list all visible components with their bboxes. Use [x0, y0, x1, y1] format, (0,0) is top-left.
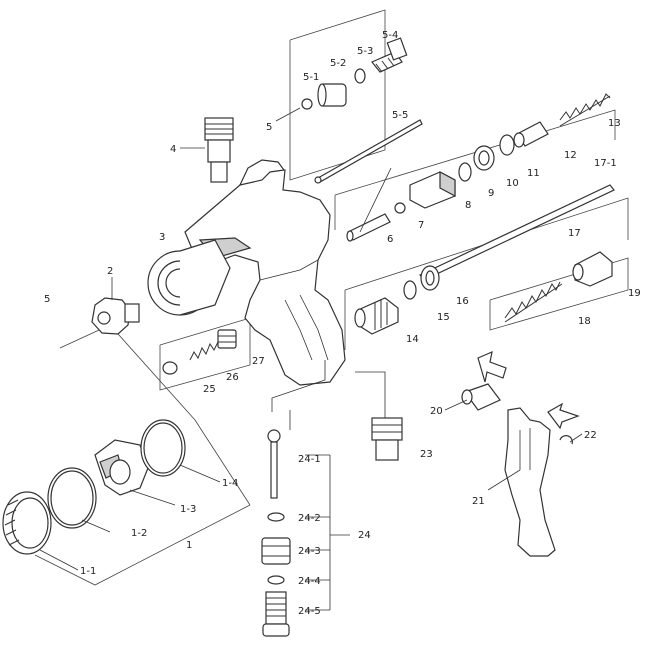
part-1-3-air-cap — [94, 439, 149, 496]
label-2: 2 — [107, 266, 113, 277]
part-18-spring — [504, 281, 563, 323]
label-3: 3 — [159, 232, 165, 243]
label-24-5: 24-5 — [298, 606, 321, 617]
label-12: 12 — [564, 150, 577, 161]
label-24-1: 24-1 — [298, 454, 321, 465]
leader-lines — [39, 107, 583, 611]
part-2-nozzle — [91, 277, 140, 335]
part-9-washer — [458, 162, 472, 182]
part-27-screw — [217, 329, 237, 349]
label-10: 10 — [506, 178, 519, 189]
label-27: 27 — [252, 356, 265, 367]
label-20: 20 — [430, 406, 443, 417]
label-23: 23 — [420, 449, 433, 460]
part-24-1-valve-stem — [267, 429, 281, 499]
label-5-5: 5-5 — [392, 110, 408, 121]
group-outline-1 — [34, 324, 251, 586]
label-24-3: 24-3 — [298, 546, 321, 557]
label-1-4: 1-4 — [222, 478, 238, 489]
label-11: 11 — [527, 168, 540, 179]
label-24: 24 — [358, 530, 371, 541]
label-5-3: 5-3 — [357, 46, 373, 57]
part-1-4-o-ring — [140, 419, 186, 477]
label-5-1: 5-1 — [303, 72, 319, 83]
label-25: 25 — [203, 384, 216, 395]
label-6: 6 — [387, 234, 393, 245]
label-26: 26 — [226, 372, 239, 383]
label-21: 21 — [472, 496, 485, 507]
label-17: 17 — [568, 228, 581, 239]
label-16: 16 — [456, 296, 469, 307]
part-24-3-nut — [261, 537, 291, 565]
label-15: 15 — [437, 312, 450, 323]
label-17-1: 17-1 — [594, 158, 617, 169]
label-4: 4 — [170, 144, 176, 155]
label-18: 18 — [578, 316, 591, 327]
part-4-fitting — [180, 117, 234, 183]
label-13: 13 — [608, 118, 621, 129]
part-24-5-screw — [262, 591, 290, 637]
part-5-4-screw — [371, 37, 408, 73]
label-1-2: 1-2 — [131, 528, 147, 539]
part-25-nut — [162, 361, 178, 375]
label-5-left: 5 — [44, 294, 50, 305]
label-7: 7 — [418, 220, 424, 231]
label-1: 1 — [186, 540, 192, 551]
part-8-valve-body — [409, 171, 456, 209]
gun-body — [147, 159, 346, 386]
group-outline-13 — [334, 109, 616, 230]
part-21-trigger — [504, 407, 556, 557]
part-1-2-seal-ring — [47, 467, 97, 529]
part-1-1-retaining-ring — [2, 491, 52, 555]
part-26-spring — [189, 341, 219, 361]
part-5-2-valve — [317, 83, 347, 107]
label-5-4: 5-4 — [382, 30, 398, 41]
label-1-3: 1-3 — [180, 504, 196, 515]
part-24-4-washer — [267, 575, 285, 585]
callout-labels: 1 1-1 1-2 1-3 1-4 2 3 4 5 5 5-1 5-2 5-3 … — [44, 30, 641, 617]
label-24-2: 24-2 — [298, 513, 321, 524]
part-10-seal — [473, 145, 495, 171]
part-23-fitting — [371, 417, 403, 461]
part-6-pin — [346, 213, 391, 242]
part-16-bushing — [420, 265, 440, 291]
label-1-1: 1-1 — [80, 566, 96, 577]
part-19-adjust-cap — [572, 251, 613, 287]
part-12-plunger — [513, 121, 549, 148]
part-5-5-rod — [314, 119, 423, 184]
part-14-fluid-valve — [354, 297, 399, 335]
assembly-arrows — [477, 350, 580, 430]
label-24-4: 24-4 — [298, 576, 321, 587]
label-14: 14 — [406, 334, 419, 345]
label-9: 9 — [488, 188, 494, 199]
group-outline-5 — [289, 9, 386, 181]
label-5-2: 5-2 — [330, 58, 346, 69]
part-22-clip — [559, 435, 573, 445]
label-5-top: 5 — [266, 122, 272, 133]
group-outline-25 — [159, 317, 251, 391]
part-5-3-washer — [354, 68, 366, 84]
label-22: 22 — [584, 430, 597, 441]
part-13-spring — [559, 93, 611, 127]
label-8: 8 — [465, 200, 471, 211]
part-7-ring — [394, 202, 406, 214]
part-5-1-ring — [301, 98, 313, 110]
label-19: 19 — [628, 288, 641, 299]
part-11-o-ring — [499, 134, 515, 156]
part-24-2-clip — [267, 512, 285, 522]
part-15-washer — [403, 280, 417, 300]
part-20-trigger-pin — [461, 383, 501, 411]
